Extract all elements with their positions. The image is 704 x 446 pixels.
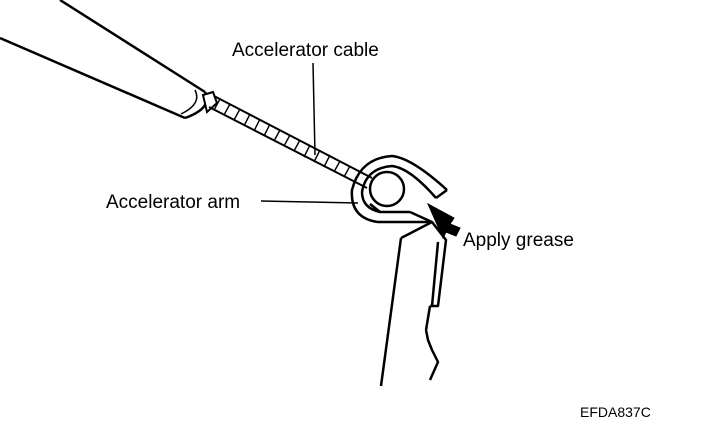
arm-hook — [350, 154, 448, 224]
inner-cable — [208, 95, 373, 189]
cable-housing — [0, 0, 208, 120]
grease-label: Apply grease — [463, 230, 574, 251]
arm-label: Accelerator arm — [106, 192, 240, 213]
cable-ferrule — [201, 90, 219, 114]
grease-arrow — [426, 202, 461, 240]
arm-body — [379, 210, 448, 387]
cable-leader-line — [312, 62, 316, 156]
figure-code: EFDA837C — [580, 404, 651, 420]
cable-end-barrel — [368, 170, 406, 208]
cable-label: Accelerator cable — [232, 40, 379, 61]
arm-leader-line — [260, 200, 359, 204]
